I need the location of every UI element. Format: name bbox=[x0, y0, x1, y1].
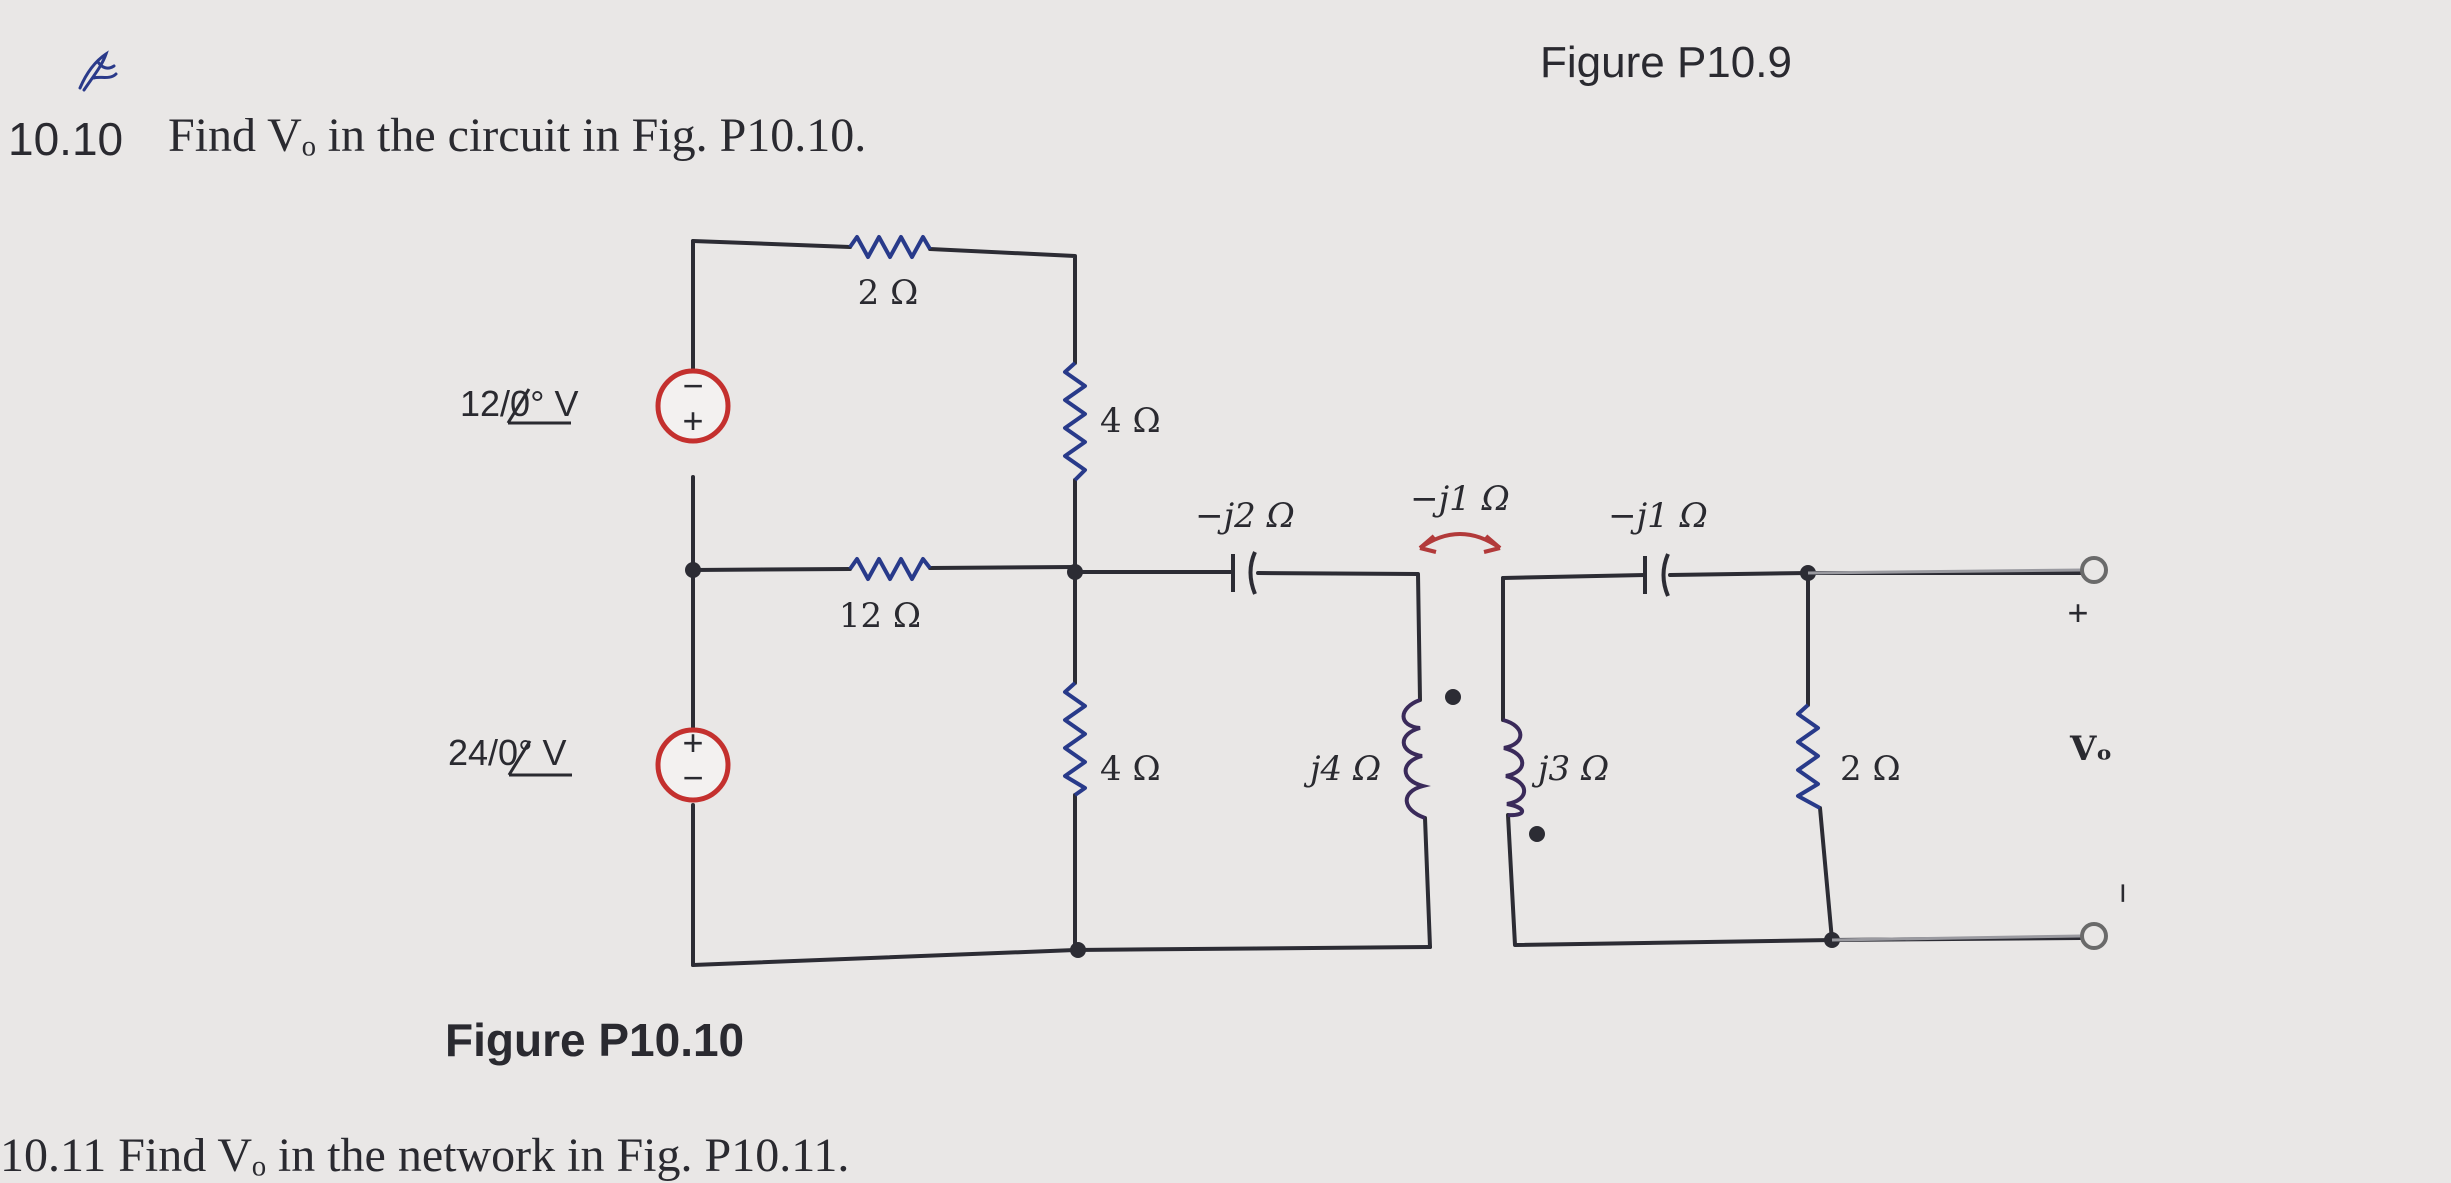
resistor-2ohm-top bbox=[848, 235, 932, 259]
handwritten-pen-mark bbox=[78, 50, 118, 92]
source-12v-plus: + bbox=[682, 400, 703, 441]
output-terminal-plus bbox=[2080, 556, 2108, 584]
capacitor-neg-j2-label: −j2 Ω bbox=[1195, 496, 1295, 536]
junction-dot bbox=[1070, 942, 1086, 958]
inductor-j3-secondary bbox=[1502, 718, 1526, 818]
dot-marker-secondary bbox=[1529, 826, 1545, 842]
wire-cap-left-out bbox=[1256, 571, 1422, 702]
inductor-j4-label: j4 Ω bbox=[1303, 749, 1381, 789]
problem-statement: Find Vₒ in the circuit in Fig. P10.10. bbox=[168, 109, 867, 162]
source-24v-minus: − bbox=[682, 757, 703, 798]
resistor-2ohm-top-label: 2 Ω bbox=[858, 273, 919, 313]
figure-p10-9-label: Figure P10.9 bbox=[1540, 38, 1792, 87]
inductor-j4-primary bbox=[1401, 698, 1431, 820]
next-problem-fragment: 10.11 Find Vₒ in the network in Fig. P10… bbox=[0, 1129, 850, 1182]
resistor-12ohm bbox=[848, 557, 932, 581]
resistor-2ohm-load bbox=[1796, 703, 1821, 810]
source-12v-angle-slash bbox=[506, 388, 531, 424]
source-24v-label: 24/0° V bbox=[448, 732, 566, 773]
wire-load-column bbox=[1806, 571, 1834, 942]
resistor-4ohm-upper bbox=[1063, 361, 1087, 482]
capacitor-neg-j2 bbox=[1231, 551, 1257, 595]
source-12v-minus: − bbox=[682, 365, 703, 406]
inductor-j3-label: j3 Ω bbox=[1531, 749, 1609, 789]
coupling-arrow bbox=[1418, 532, 1502, 554]
output-voltage-label: Vₒ bbox=[2069, 729, 2112, 769]
output-minus-sign: − bbox=[2103, 882, 2144, 903]
resistor-4ohm-lower bbox=[1063, 681, 1087, 797]
wire-top bbox=[691, 239, 1077, 365]
source-24v: + − bbox=[655, 722, 731, 803]
resistor-4ohm-lower-label: 4 Ω bbox=[1100, 749, 1161, 789]
output-plus-sign: + bbox=[2067, 592, 2088, 633]
source-24v-angle-slash bbox=[507, 740, 532, 776]
wire-bottom-left bbox=[691, 945, 1432, 967]
dot-marker-primary bbox=[1445, 689, 1461, 705]
junction-dot bbox=[685, 562, 701, 578]
mutual-coupling-label: −j1 Ω bbox=[1410, 479, 1510, 519]
wire-middle bbox=[691, 565, 1077, 572]
source-12v: − + bbox=[655, 365, 731, 444]
resistor-4ohm-upper-label: 4 Ω bbox=[1100, 401, 1161, 441]
source-24v-plus: + bbox=[682, 722, 703, 763]
output-terminal-minus bbox=[2080, 922, 2108, 950]
resistor-12ohm-label: 12 Ω bbox=[839, 596, 921, 636]
figure-caption: Figure P10.10 bbox=[445, 1014, 745, 1066]
source-labels: 12/0° V 24/0° V bbox=[448, 383, 578, 777]
junction-dot bbox=[1067, 564, 1083, 580]
wire-primary-down bbox=[1423, 816, 1432, 949]
wire-secondary-top bbox=[1501, 571, 2083, 580]
capacitor-neg-j1 bbox=[1643, 553, 1670, 597]
problem-number: 10.10 bbox=[8, 113, 124, 165]
resistor-2ohm-load-label: 2 Ω bbox=[1840, 749, 1901, 789]
capacitor-neg-j1-label: −j1 Ω bbox=[1608, 496, 1708, 536]
